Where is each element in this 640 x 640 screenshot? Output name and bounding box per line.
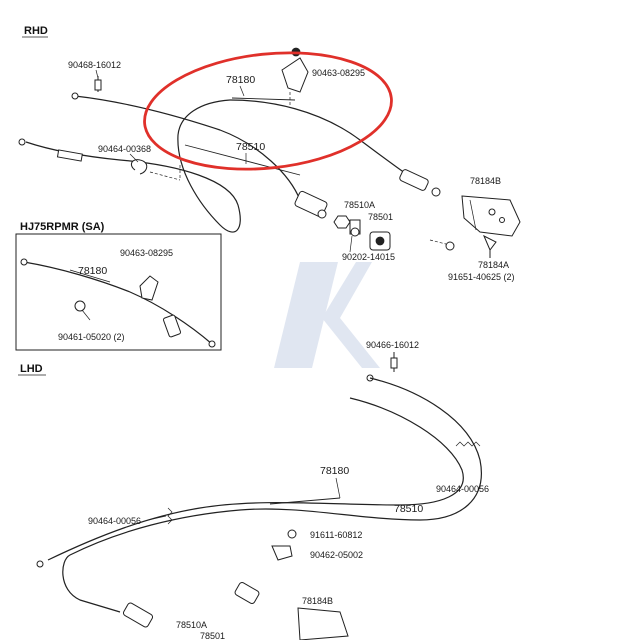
- bracket-78184b-icon: [461, 195, 521, 237]
- label-rhd-78510: 78510: [236, 141, 265, 153]
- label-rhd-91651: 91651-40625 (2): [448, 272, 515, 282]
- watermark-logo: [274, 262, 380, 368]
- label-rhd-78180: 78180: [226, 74, 255, 86]
- section-label-inset: HJ75RPMR (SA): [20, 221, 105, 233]
- clamp-90463-icon: [281, 47, 309, 108]
- label-rhd-90463: 90463-08295: [312, 68, 365, 78]
- label-lhd-90466: 90466-16012: [366, 340, 419, 350]
- label-lhd-91611: 91611-60812: [310, 530, 362, 540]
- inset-cable-end-right-icon: [208, 340, 216, 348]
- label-rhd-78184b: 78184B: [470, 176, 501, 186]
- rhd-cable-sleeve: [231, 97, 296, 101]
- rhd-cable-78180-lower: [74, 95, 326, 215]
- label-lhd-78184b: 78184B: [302, 596, 333, 606]
- lhd-adjuster-icon: [234, 582, 260, 604]
- rhd-cable-78510: [184, 144, 301, 176]
- label-lhd-90464-clip: 90464-00056: [88, 516, 141, 526]
- cable-end-right-icon: [399, 169, 441, 197]
- label-inset-90461: 90461-05020 (2): [58, 332, 125, 342]
- label-rhd-78501: 78501: [368, 212, 393, 222]
- rhd-cable-78180-upper: [229, 99, 416, 181]
- label-lhd-78510: 78510: [394, 503, 423, 515]
- label-rhd-78184a: 78184A: [478, 260, 509, 270]
- section-label-rhd: RHD: [24, 25, 48, 37]
- adjuster-icon: [294, 190, 328, 219]
- bolt-90466-icon: [366, 352, 398, 382]
- label-lhd-90464-spring: 90464-00056: [436, 484, 489, 494]
- highlight-circle: [143, 51, 393, 171]
- section-label-lhd: LHD: [20, 363, 43, 375]
- nut-90202-icon: [333, 215, 351, 229]
- clip-left-icon: [167, 507, 173, 525]
- inset-box: [15, 233, 222, 351]
- lhd-cable-end-icon: [36, 560, 154, 628]
- lhd-cable-78510: [47, 397, 464, 561]
- label-rhd-90464: 90464-00368: [98, 144, 151, 154]
- label-rhd-90468: 90468-16012: [68, 60, 121, 70]
- rhd-cable-loop: [25, 99, 241, 233]
- label-inset-90463: 90463-08295: [120, 248, 173, 258]
- lhd-cable-sleeve: [269, 497, 341, 505]
- inset-cable: [23, 261, 213, 345]
- label-lhd-78510a: 78510A: [176, 620, 207, 630]
- lhd-bracket-78184b-icon: [297, 607, 349, 640]
- inset-cable-end-icon: [20, 258, 28, 266]
- inset-cable-sleeve: [69, 269, 111, 283]
- label-rhd-90202: 90202-14015: [342, 252, 395, 262]
- label-rhd-78510a: 78510A: [344, 200, 375, 210]
- bushing-78510a-icon: [349, 219, 361, 237]
- bolt-91651-icon: [429, 239, 455, 251]
- label-inset-78180: 78180: [78, 265, 107, 277]
- label-lhd-78501: 78501: [200, 631, 225, 640]
- inset-adjuster-icon: [163, 314, 181, 338]
- label-lhd-90462: 90462-05002: [310, 550, 363, 560]
- clip-90464-icon: [130, 159, 181, 181]
- label-lhd-78180: 78180: [320, 465, 349, 477]
- inset-clamp-icon: [139, 275, 159, 301]
- clip-90462-icon: [271, 545, 293, 561]
- bolt-91611-icon: [287, 529, 297, 539]
- spring-90464-icon: [455, 441, 481, 447]
- inset-clip-icon: [74, 300, 91, 321]
- stop-78184a-icon: [483, 234, 497, 258]
- bushing-78501-icon: [369, 231, 391, 251]
- lhd-cable-78180: [62, 377, 482, 613]
- cable-end-left-icon: [18, 138, 83, 162]
- bolt-90468-icon: [71, 76, 102, 100]
